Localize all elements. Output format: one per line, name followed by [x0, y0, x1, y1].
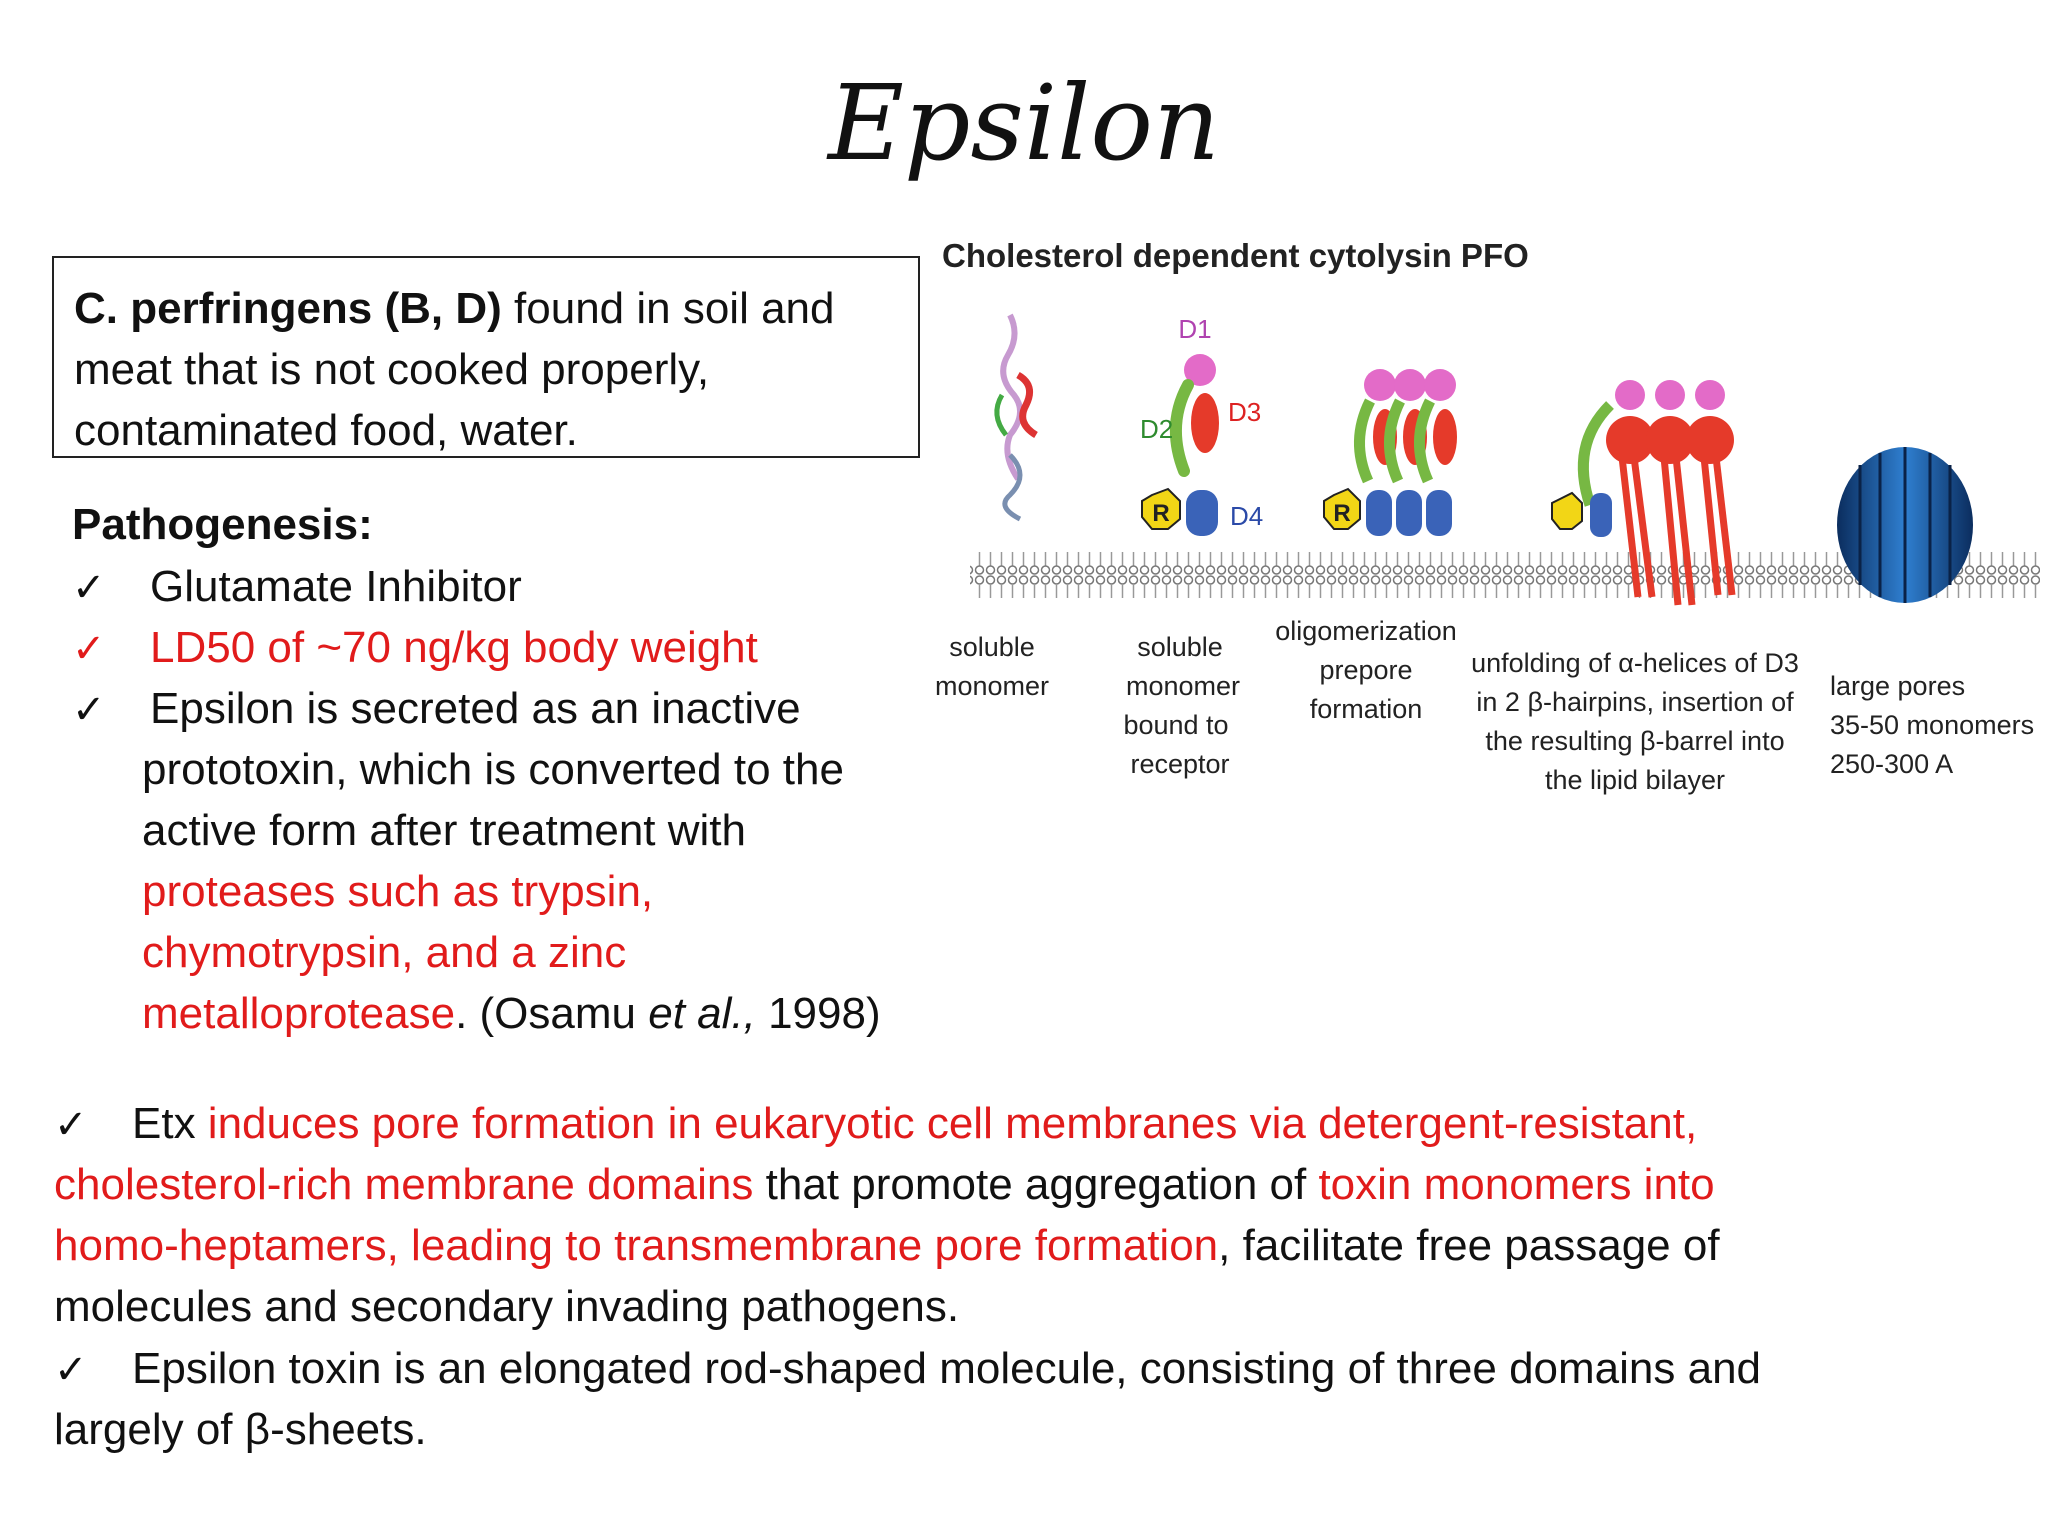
item-3-red-text: metalloprotease	[142, 989, 456, 1038]
habitat-line-3: contaminated food, water.	[74, 406, 578, 455]
check-icon: ✓	[72, 687, 106, 733]
stage-3-label-3: formation	[1310, 694, 1423, 724]
d2-label: D2	[1140, 414, 1173, 444]
prepore-oligomer: R	[1323, 369, 1457, 536]
pfo-figure: Cholesterol dependent cytolysin PFO R D1…	[935, 237, 2040, 795]
item-3-line-4: proteases such as trypsin,	[142, 867, 654, 916]
item-3-line-1: Epsilon is secreted as an inactive	[150, 684, 801, 733]
pathogenesis-item-1: ✓ Glutamate Inhibitor	[72, 556, 522, 619]
stage-2-label-1: soluble	[1137, 632, 1223, 662]
b1-red-2: cholesterol-rich membrane domains	[54, 1160, 754, 1209]
citation-etal: et al.,	[648, 989, 756, 1038]
receptor-label: R	[1152, 500, 1169, 527]
stage-4-label-2: in 2 β-hairpins, insertion of	[1476, 687, 1794, 717]
citation-year: 1998)	[755, 989, 881, 1038]
pathogenesis-item-3: ✓ Epsilon is secreted as an inactive	[72, 678, 801, 741]
bottom-bullet-1-line-4: molecules and secondary invading pathoge…	[54, 1282, 960, 1331]
habitat-box: C. perfringens (B, D) found in soil and …	[52, 256, 920, 458]
bottom-bullet-2-line-2: largely of β-sheets.	[54, 1405, 427, 1454]
stage-2-label-2: monomer	[1126, 671, 1240, 701]
bottom-bullet-1-line-2: cholesterol-rich membrane domains that p…	[54, 1154, 1715, 1215]
bottom-bullet-2-line-1: ✓ Epsilon toxin is an elongated rod-shape…	[54, 1338, 1761, 1401]
b1-text-a: Etx	[132, 1099, 208, 1148]
large-pore	[1837, 447, 1973, 603]
figure-title: Cholesterol dependent cytolysin PFO	[942, 237, 1529, 274]
b1-red-1: induces pore formation in eukaryotic cel…	[207, 1099, 1698, 1148]
b1-red-3: toxin monomers into	[1318, 1160, 1715, 1209]
d3-label: D3	[1228, 397, 1261, 427]
pathogenesis-item-2: ✓ LD50 of ~70 ng/kg body weight	[72, 617, 758, 680]
stage-2-label-4: receptor	[1130, 749, 1229, 779]
bottom-bullet-1-line-3: homo-heptamers, leading to transmembrane…	[54, 1215, 1720, 1276]
stage-labels: soluble monomer soluble monomer bound to…	[935, 616, 1799, 795]
organism-name: C. perfringens (B, D)	[74, 284, 502, 333]
inserted-oligomer	[1551, 380, 1736, 606]
stage-5-label-1: large pores	[1830, 671, 1965, 701]
stage-1-label-2: monomer	[935, 671, 1049, 701]
check-icon: ✓	[54, 1347, 88, 1393]
item-3-line-3: active form after treatment with	[142, 806, 746, 855]
stage-5-label-2: 35-50 monomers	[1830, 710, 2034, 740]
check-icon: ✓	[72, 565, 106, 611]
citation-pre: . (Osamu	[455, 989, 649, 1038]
stage-4-label-1: unfolding of α-helices of D3	[1471, 648, 1799, 678]
item-2-text: LD50 of ~70 ng/kg body weight	[150, 623, 758, 672]
stage-5-label-3: 250-300 A	[1830, 749, 1953, 779]
habitat-line-2: meat that is not cooked properly,	[74, 345, 710, 394]
habitat-text-1: found in soil and	[501, 284, 835, 333]
stage-2-label-3: bound to	[1123, 710, 1228, 740]
b1-red-4: homo-heptamers, leading to transmembrane…	[54, 1221, 1219, 1270]
d1-label: D1	[1178, 314, 1211, 344]
b2-text-a: Epsilon toxin is an elongated rod-shaped…	[132, 1344, 1762, 1393]
stage-3-label-2: prepore	[1319, 655, 1412, 685]
stage-4-label-4: the lipid bilayer	[1545, 765, 1725, 795]
b1-text-c: , facilitate free passage of	[1218, 1221, 1720, 1270]
habitat-line-1: C. perfringens (B, D) found in soil and	[74, 278, 898, 339]
bottom-bullet-1-line-1: ✓ Etx induces pore formation in eukaryoti…	[54, 1093, 1697, 1156]
b1-text-b: that promote aggregation of	[753, 1160, 1319, 1209]
item-3-line-6: metalloprotease. (Osamu et al., 1998)	[142, 983, 881, 1044]
pathogenesis-heading: Pathogenesis:	[72, 500, 373, 549]
item-3-line-5: chymotrypsin, and a zinc	[142, 928, 627, 977]
stage-1-label-1: soluble	[949, 632, 1035, 662]
check-icon: ✓	[72, 626, 106, 672]
stage-4-label-3: the resulting β-barrel into	[1485, 726, 1784, 756]
check-icon: ✓	[54, 1102, 88, 1148]
receptor-label: R	[1333, 500, 1350, 527]
monomer-bound-receptor: R D1 D2 D3 D4	[1140, 314, 1263, 536]
slide-title: Epsilon	[828, 62, 1220, 184]
stage-3-label-1: oligomerization	[1275, 616, 1457, 646]
d4-label: D4	[1230, 501, 1263, 531]
item-3-line-2: prototoxin, which is converted to the	[142, 745, 844, 794]
pore-labels: large pores 35-50 monomers 250-300 A	[1830, 671, 2034, 779]
soluble-monomer-structure	[994, 313, 1038, 522]
item-1-text: Glutamate Inhibitor	[150, 562, 522, 611]
